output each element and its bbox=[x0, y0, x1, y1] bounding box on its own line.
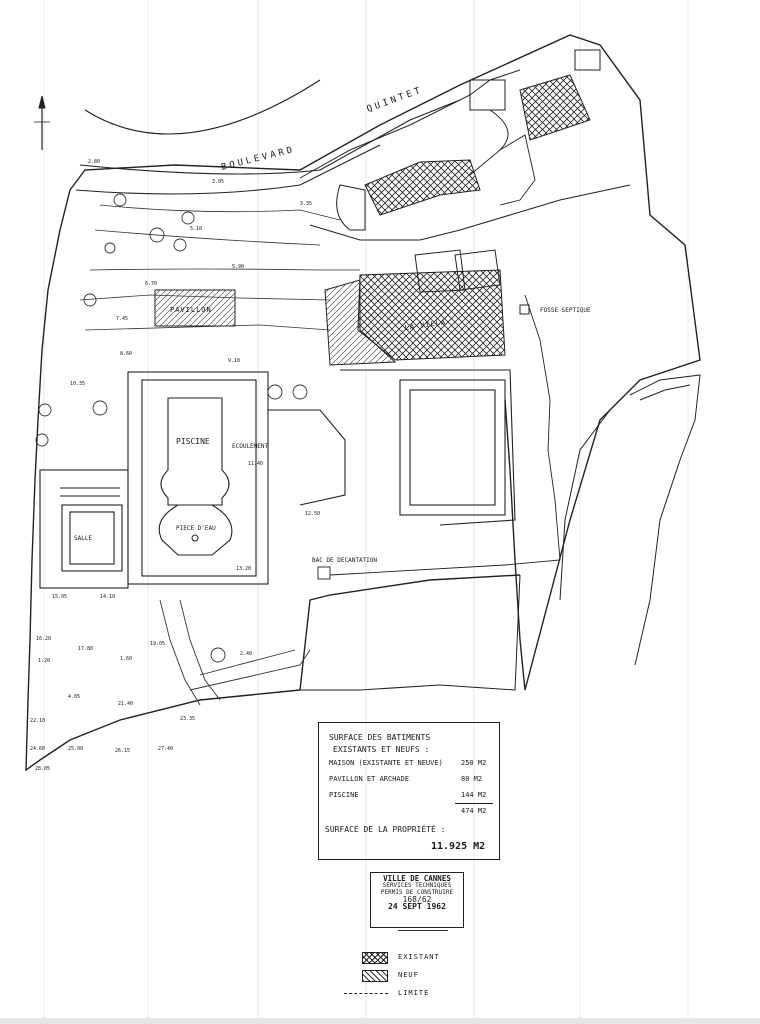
fountain-icon bbox=[191, 534, 199, 542]
total-underline bbox=[455, 803, 493, 804]
svg-text:27.40: 27.40 bbox=[158, 746, 173, 752]
svg-text:3.35: 3.35 bbox=[300, 201, 312, 207]
villa-complex bbox=[299, 49, 631, 366]
svg-text:5.10: 5.10 bbox=[190, 226, 202, 232]
legend-swatch-neuf bbox=[362, 970, 388, 982]
surface-row-label: MAISON (EXISTANTE ET NEUVE) bbox=[329, 759, 443, 767]
svg-text:13.20: 13.20 bbox=[236, 566, 251, 572]
fosse-marker bbox=[519, 304, 530, 315]
svg-text:1.60: 1.60 bbox=[120, 656, 132, 662]
svg-text:1.20: 1.20 bbox=[38, 658, 50, 664]
svg-text:11.40: 11.40 bbox=[248, 461, 263, 467]
approval-stamp: VILLE DE CANNES SERVICES TECHNIQUES PERM… bbox=[370, 872, 464, 928]
svg-text:25.00: 25.00 bbox=[68, 746, 83, 752]
piece-deau-label: PIECE D'EAU bbox=[176, 525, 216, 532]
surface-heading-2: EXISTANTS ET NEUFS : bbox=[333, 745, 430, 754]
tree-icons bbox=[35, 193, 308, 663]
property-boundary bbox=[25, 34, 701, 772]
svg-text:2.40: 2.40 bbox=[240, 651, 252, 657]
drainage-line bbox=[317, 134, 561, 580]
svg-text:9.10: 9.10 bbox=[228, 358, 240, 364]
scan-bottom-edge bbox=[0, 1018, 760, 1024]
bac-label: BAC DE DECANTATION bbox=[312, 557, 377, 564]
ravine bbox=[559, 374, 701, 666]
stamp-dossier: 168/62 bbox=[402, 895, 432, 904]
stamp-line-3: PERMIS DE CONSTRUIRE bbox=[380, 889, 454, 896]
legend-label-neuf: NEUF bbox=[398, 971, 419, 979]
pool-complex bbox=[39, 369, 516, 589]
stamp-underline bbox=[398, 930, 448, 931]
svg-text:2.80: 2.80 bbox=[88, 159, 100, 165]
svg-text:17.80: 17.80 bbox=[78, 646, 93, 652]
lower-path bbox=[159, 599, 311, 706]
pavillon-label: PAVILLON bbox=[170, 306, 212, 314]
surface-row-value: 144 M2 bbox=[461, 791, 487, 799]
propriete-value: 11.925 M2 bbox=[431, 841, 486, 852]
legend-swatch-limite bbox=[344, 993, 388, 994]
svg-text:15.05: 15.05 bbox=[52, 594, 67, 600]
svg-text:7.45: 7.45 bbox=[116, 316, 128, 322]
legend-label-limite: LIMITE bbox=[398, 989, 430, 997]
surface-table: SURFACE DES BATIMENTS EXISTANTS ET NEUFS… bbox=[318, 722, 500, 860]
svg-text:5.90: 5.90 bbox=[232, 264, 244, 270]
quintet-label: QUINTET bbox=[366, 85, 425, 115]
surface-row-value: 80 M2 bbox=[461, 775, 483, 783]
legend-label-existant: EXISTANT bbox=[398, 953, 440, 961]
surface-heading-1: SURFACE DES BATIMENTS bbox=[329, 733, 431, 742]
svg-text:14.10: 14.10 bbox=[100, 594, 115, 600]
svg-text:28.05: 28.05 bbox=[35, 766, 50, 772]
svg-text:6.70: 6.70 bbox=[145, 281, 157, 287]
surface-row-label: PAVILLON ET ARCHADE bbox=[329, 775, 410, 783]
north-arrow-icon bbox=[34, 95, 50, 150]
surface-row-value: 250 M2 bbox=[461, 759, 487, 767]
surface-total: 474 M2 bbox=[461, 807, 487, 815]
svg-text:26.15: 26.15 bbox=[115, 748, 130, 754]
svg-text:10.35: 10.35 bbox=[70, 381, 85, 387]
svg-text:16.20: 16.20 bbox=[36, 636, 51, 642]
legend-swatch-existant bbox=[362, 952, 388, 964]
svg-text:8.60: 8.60 bbox=[120, 351, 132, 357]
stamp-line-1: VILLE DE CANNES bbox=[383, 874, 451, 883]
svg-text:24.60: 24.60 bbox=[30, 746, 45, 752]
svg-text:22.10: 22.10 bbox=[30, 718, 45, 724]
pavillon-building bbox=[154, 289, 236, 327]
boulevard-road bbox=[75, 79, 461, 195]
salle-label: SALLE bbox=[74, 535, 92, 542]
legend: EXISTANT NEUF LIMITE bbox=[344, 950, 500, 1006]
svg-text:23.35: 23.35 bbox=[180, 716, 195, 722]
surface-row-label: PISCINE bbox=[329, 791, 359, 799]
stamp-line-2: SERVICES TECHNIQUES bbox=[382, 882, 452, 889]
svg-text:12.50: 12.50 bbox=[305, 511, 320, 517]
stamp-date: 24 SEPT 1962 bbox=[388, 902, 446, 911]
svg-text:19.05: 19.05 bbox=[150, 641, 165, 647]
propriete-label: SURFACE DE LA PROPRIÉTÉ : bbox=[325, 825, 446, 834]
elevation-marks: 2.80 3.05 3.35 5.10 5.90 6.70 7.45 8.60 … bbox=[30, 159, 320, 772]
ecoulement-label: ECOULEMENT bbox=[232, 443, 269, 450]
svg-text:3.05: 3.05 bbox=[212, 179, 224, 185]
svg-text:21.40: 21.40 bbox=[118, 701, 133, 707]
svg-text:4.05: 4.05 bbox=[68, 694, 80, 700]
scan-lines bbox=[43, 0, 689, 1024]
fosse-label: FOSSE SEPTIQUE bbox=[540, 307, 591, 314]
piscine-label: PISCINE bbox=[176, 437, 210, 446]
